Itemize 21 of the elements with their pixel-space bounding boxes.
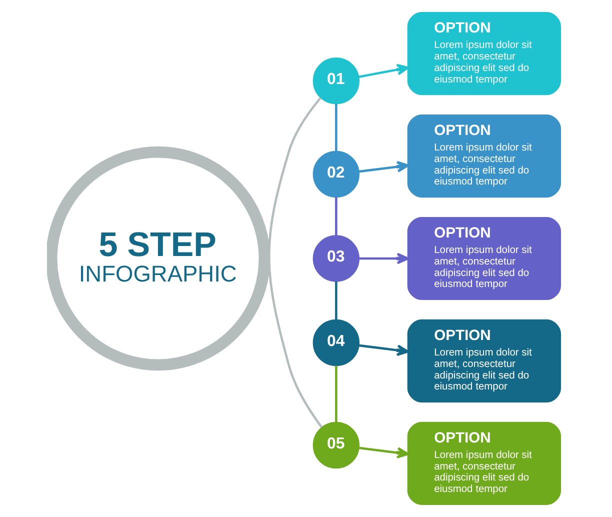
connector: [335, 366, 338, 422]
node-box: OPTION Lorem ipsum dolor sit amet, consectetur adipiscing elit sed do eiusmod tempor: [407, 319, 562, 403]
node-circle: 02: [312, 150, 360, 198]
node-circle: 05: [312, 422, 360, 469]
arrow: [359, 252, 409, 264]
node-circle: 03: [312, 235, 360, 282]
connector: [335, 197, 338, 236]
arrow: [358, 344, 409, 356]
arrow: [358, 161, 409, 173]
node-box: OPTION Lorem ipsum dolor sit amet, consectetur adipiscing elit sed do eiusmod tempor: [407, 114, 562, 198]
node-box: OPTION Lorem ipsum dolor sit amet, consectetur adipiscing elit sed do eiusmod tempor: [407, 216, 562, 300]
node-circle: 01: [312, 58, 360, 104]
node-box: OPTION Lorem ipsum dolor sit amet, consectetur adipiscing elit sed do eiusmod tempor: [407, 12, 562, 96]
arrow: [358, 64, 409, 78]
connector: [335, 104, 338, 152]
node-box: OPTION Lorem ipsum dolor sit amet, consectetur adipiscing elit sed do eiusmod tempor: [407, 422, 562, 505]
connector: [268, 97, 323, 428]
node-circle: 5 STEP INFOGRAPHIC: [47, 146, 270, 371]
arrow: [358, 446, 409, 458]
connector: [335, 281, 338, 320]
node-circle: 04: [312, 319, 360, 366]
